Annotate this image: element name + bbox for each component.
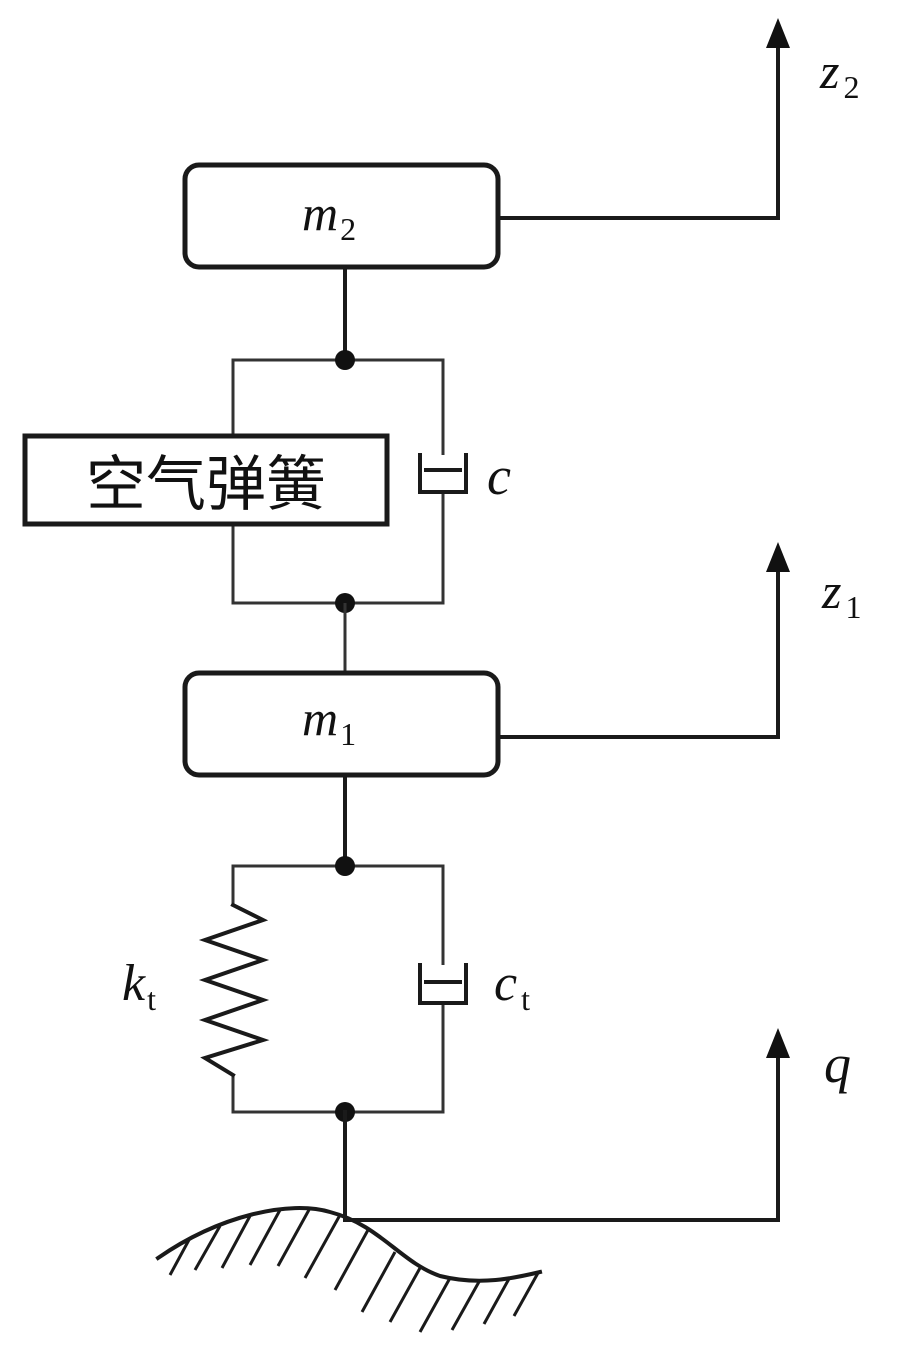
damper-c [418,453,468,494]
lower-node-top-dot [335,856,355,876]
z2-displacement-arrow [498,18,790,220]
tyre-spring-kt-label: kt [122,955,156,1017]
air-spring-label: 空气弹簧 [86,450,326,520]
tyre-spring-kt [198,902,270,1078]
q-road-input-arrow [343,1028,790,1222]
road-surface [155,1206,543,1333]
unsprung-mass-m1-block [182,670,501,778]
tyre-damper-ct [418,963,468,1005]
air-spring-box [22,433,390,527]
m2-label: m2 [302,185,356,247]
z1-displacement-arrow [498,542,790,739]
sprung-mass-m2-block [182,162,501,270]
tyre-frame [231,864,445,1114]
upper-node-dot [335,350,355,370]
road-input-q-label: q [824,1034,851,1094]
damper-c-label: c [487,446,511,506]
m1-label: m1 [302,690,356,752]
